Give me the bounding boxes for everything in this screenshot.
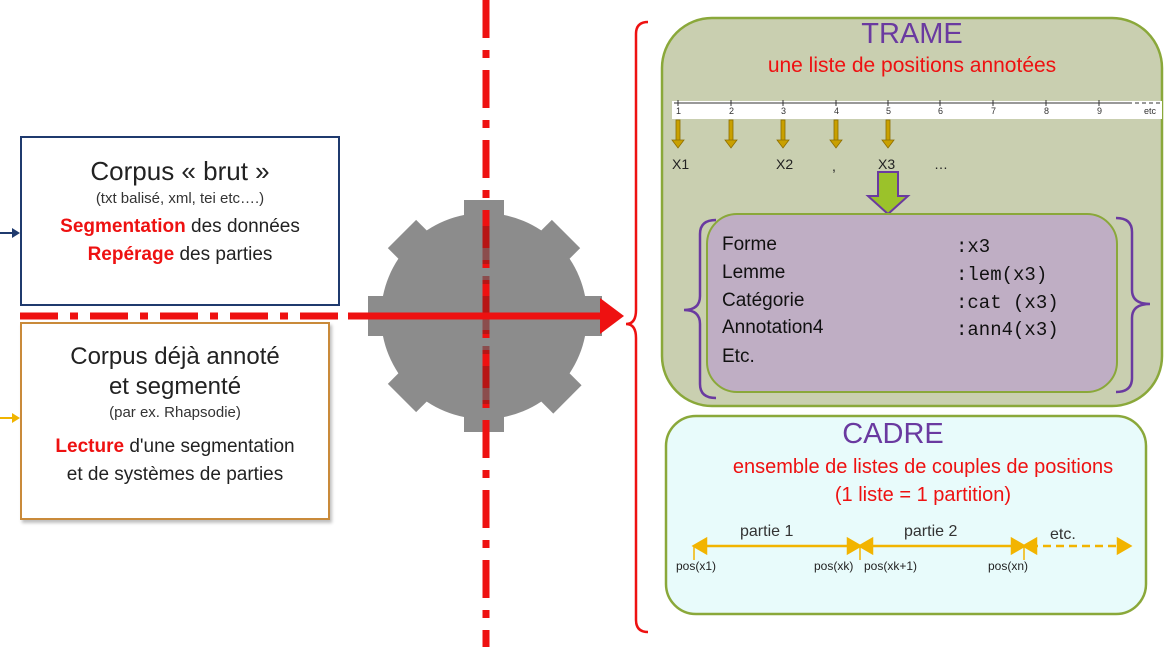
right-brace (1115, 216, 1151, 394)
corpus-annote-title1: Corpus déjà annoté (70, 343, 280, 370)
position-arrows (671, 119, 895, 149)
part-label: partie 2 (904, 523, 958, 540)
cadre-line1: ensemble de listes de couples de positio… (732, 456, 1114, 478)
ruler-tick: 3 (781, 106, 787, 116)
lecture-label: Lecture (55, 436, 125, 457)
position-label: pos(xk) (814, 559, 854, 573)
position-label: pos(xk+1) (864, 559, 918, 573)
orange-arrow-in (0, 413, 20, 423)
reperage-line: Repérage des parties (22, 241, 338, 269)
corpus-annote-box: Corpus déjà annoté et segmenté (par ex. … (20, 322, 330, 520)
x-label: X2 (776, 156, 794, 172)
partition-arrows (691, 536, 1133, 556)
row-label-etc: Etc. (722, 346, 755, 367)
reperage-rest: des parties (174, 244, 273, 265)
x-label: X1 (672, 156, 690, 172)
row-value-forme: :x3 (956, 236, 991, 258)
cadre-box (664, 414, 1148, 616)
row-label-annotation4: Annotation4 (722, 317, 824, 338)
segmentation-label: Segmentation (60, 216, 186, 237)
segmentation-line: Segmentation des données (22, 213, 338, 241)
annotation-box (706, 213, 1118, 393)
blue-arrow-in (0, 228, 20, 238)
position-label: pos(xn) (988, 559, 1029, 573)
trame-title: TRAME (861, 18, 963, 50)
ruler-tick: 8 (1044, 106, 1050, 116)
ruler-tick: 7 (991, 106, 997, 116)
corpus-annote-subtitle: (par ex. Rhapsodie) (109, 404, 241, 421)
green-down-arrow (865, 171, 911, 216)
corpus-brut-title: Corpus « brut » (90, 156, 270, 186)
row-value-lemme: :lem(x3) (956, 264, 1048, 286)
trame-subtitle: une liste de positions annotées (767, 54, 1057, 77)
ruler-tick: 5 (886, 106, 892, 116)
ruler-tick: 1 (676, 106, 682, 116)
corpus-brut-subtitle: (txt balisé, xml, tei etc….) (95, 190, 265, 207)
row-value-categorie: :cat (x3) (956, 292, 1059, 314)
main-red-arrow (348, 298, 624, 334)
big-bracket (625, 20, 649, 634)
part-label: etc. (1050, 526, 1076, 543)
ruler-tick: 9 (1097, 106, 1103, 116)
position-label: pos(x1) (676, 559, 717, 573)
corpus-brut-box: Corpus « brut » (txt balisé, xml, tei et… (20, 136, 340, 306)
segmentation-rest: des données (185, 216, 300, 237)
x-label: … (934, 156, 948, 172)
ruler-tick: 6 (938, 106, 944, 116)
x-label: , (832, 158, 836, 174)
reperage-label: Repérage (87, 244, 175, 265)
ruler (672, 101, 1162, 119)
left-brace (683, 218, 717, 400)
ruler-tick: 2 (729, 106, 735, 116)
row-label-forme: Forme (722, 234, 777, 255)
x-label: X3 (878, 156, 896, 172)
lecture-line: Lecture d'une segmentation (22, 433, 328, 461)
corpus-annote-title2: et segmenté (108, 373, 242, 400)
row-label-categorie: Catégorie (722, 290, 805, 311)
cadre-title: CADRE (842, 418, 944, 450)
systemes-line: et de systèmes de parties (66, 464, 284, 485)
row-label-lemme: Lemme (722, 262, 786, 283)
row-value-annotation4: :ann4(x3) (956, 319, 1059, 341)
ruler-tick: 4 (834, 106, 840, 116)
cadre-line2: (1 liste = 1 partition) (834, 484, 1012, 506)
lecture-rest: d'une segmentation (124, 436, 295, 457)
part-label: partie 1 (740, 523, 794, 540)
ruler-tick: etc (1144, 106, 1157, 116)
